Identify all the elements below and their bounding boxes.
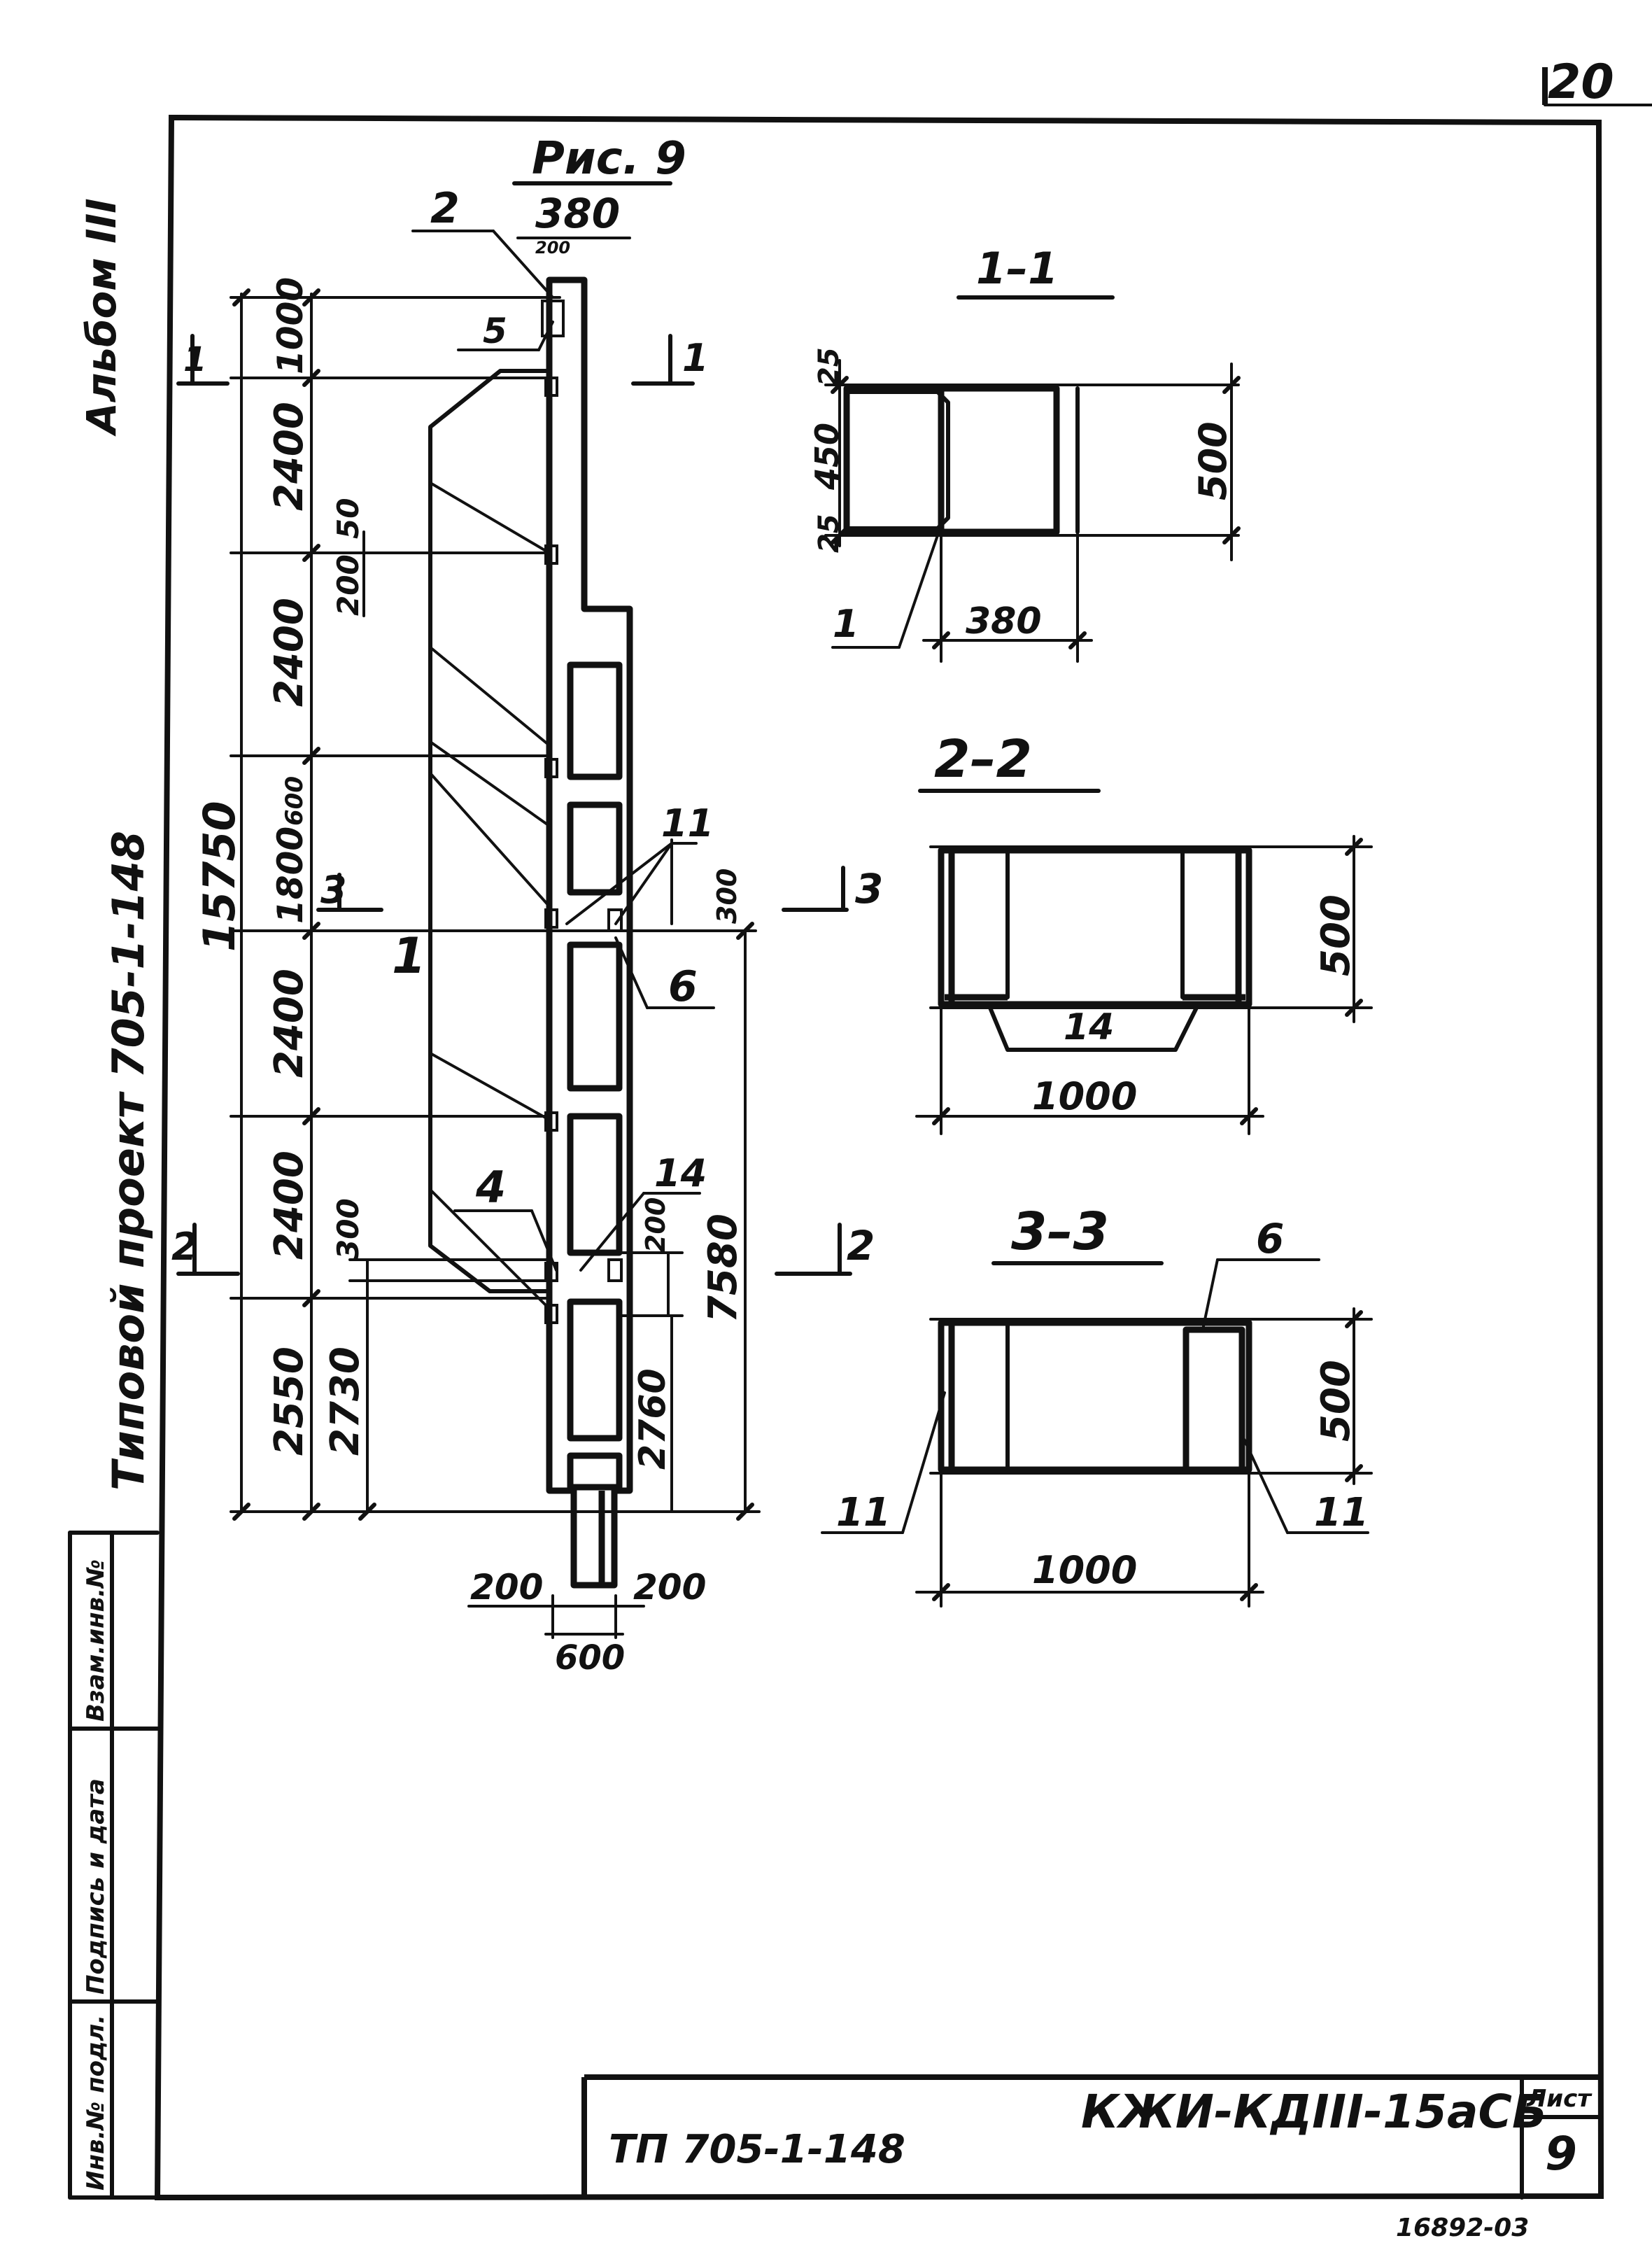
seg-dim-5: 2400 xyxy=(267,969,312,1078)
section-mark-2b: 2 xyxy=(847,1222,875,1270)
callout-6: 6 xyxy=(668,962,698,1011)
section-1-dim-500: 500 xyxy=(1191,421,1235,500)
seg-dim-2: 2400 xyxy=(267,402,312,511)
figure-title: Рис. 9 xyxy=(532,133,686,185)
section-2-callout-14: 14 xyxy=(1064,1006,1114,1048)
diagonal-bars xyxy=(428,369,551,1310)
section-2-dim-1000: 1000 xyxy=(1032,1074,1137,1118)
seg-dim-7: 2550 xyxy=(267,1347,312,1456)
section-1-title: 1–1 xyxy=(976,243,1058,294)
inner-dim-200b: 200 xyxy=(640,1197,671,1253)
side-stamp xyxy=(68,1531,160,2200)
inner-dim-600: 600 xyxy=(281,776,309,826)
side-stamp-2: Подпись и дата xyxy=(82,1778,110,1995)
dim-lines xyxy=(230,288,761,1521)
section-mark-3b: 3 xyxy=(855,865,883,913)
inner-dim-7580: 7580 xyxy=(700,1214,746,1323)
section-1-dim-450: 450 xyxy=(808,423,846,491)
callout-4: 4 xyxy=(475,1162,506,1213)
section-mark-lines xyxy=(176,334,852,1276)
seg-dim-6: 2400 xyxy=(267,1151,312,1260)
section-1-callout-1: 1 xyxy=(833,602,859,646)
inner-dim-2730: 2730 xyxy=(323,1347,368,1456)
section-3-callout-11b: 11 xyxy=(1314,1490,1369,1535)
callout-2: 2 xyxy=(430,184,460,233)
callout-1: 1 xyxy=(392,927,426,985)
section-3-title: 3–3 xyxy=(1011,1202,1109,1262)
elevation-leaders xyxy=(411,230,715,1272)
section-1-dim-380: 380 xyxy=(966,600,1042,642)
section-3-dim-500: 500 xyxy=(1313,1360,1359,1442)
opening-6 xyxy=(567,1452,623,1491)
inner-dim-50: 50 xyxy=(331,498,365,539)
section-mark-1a: 1 xyxy=(183,340,206,379)
bottom-dim-right: 200 xyxy=(633,1567,706,1608)
archive-number: 16892-03 xyxy=(1396,2214,1529,2242)
section-3-drawing xyxy=(821,1258,1373,1608)
section-3-callout-11a: 11 xyxy=(836,1490,891,1535)
top-width-dim: 380 xyxy=(535,190,620,237)
section-3-dim-1000: 1000 xyxy=(1032,1548,1137,1592)
stamp-project-code: ТП 705-1-148 xyxy=(609,2127,905,2172)
section-3-callout-6: 6 xyxy=(1256,1215,1284,1263)
overall-height-dim: 15750 xyxy=(194,801,245,952)
callout-11: 11 xyxy=(661,801,714,845)
section-mark-3a: 3 xyxy=(320,868,347,912)
section-mark-1b: 1 xyxy=(682,336,709,380)
sheet-label: Лист xyxy=(1526,2085,1593,2113)
album-label: Альбом III xyxy=(78,198,125,437)
section-2-dim-500: 500 xyxy=(1313,894,1359,976)
corner-number: 20 xyxy=(1548,55,1614,110)
side-stamp-3: Инв.№ подл. xyxy=(82,2015,110,2191)
opening-3 xyxy=(567,941,623,1092)
bottom-dim-left: 200 xyxy=(470,1567,543,1608)
title-block xyxy=(581,2074,1603,2200)
inner-dim-2760: 2760 xyxy=(632,1368,674,1470)
side-stamp-1: Взам.инв.№ xyxy=(82,1559,110,1722)
section-1-dim-25a: 25 xyxy=(813,347,845,386)
opening-2 xyxy=(567,801,623,896)
section-1-drawing xyxy=(824,359,1241,663)
sheet-frame xyxy=(154,67,1652,2201)
inner-dim-200: 200 xyxy=(331,554,365,616)
section-mark-2a: 2 xyxy=(171,1225,198,1269)
opening-5 xyxy=(567,1298,623,1442)
opening-1 xyxy=(567,661,623,780)
inner-dim-300b: 300 xyxy=(712,869,742,924)
seg-dim-3: 2400 xyxy=(267,598,312,707)
callout-5: 5 xyxy=(483,311,507,351)
drawing-code: КЖИ-КДIII-15аСБ xyxy=(1081,2085,1547,2139)
section-2-title: 2–2 xyxy=(934,729,1032,789)
column-outline xyxy=(541,276,633,1589)
seg-dim-1: 1000 xyxy=(270,277,311,374)
top-small-dim: 200 xyxy=(535,238,570,258)
section-2-drawing xyxy=(915,835,1373,1135)
section-1-dim-25b: 25 xyxy=(813,514,845,553)
inner-dim-300: 300 xyxy=(331,1198,365,1260)
seg-dim-4: 1800 xyxy=(270,827,311,924)
bottom-dim-width: 600 xyxy=(555,1638,625,1678)
project-label: Типовой проект 705-1-148 xyxy=(103,831,154,1491)
sheet-number: 9 xyxy=(1545,2127,1577,2181)
callout-14: 14 xyxy=(654,1151,707,1195)
